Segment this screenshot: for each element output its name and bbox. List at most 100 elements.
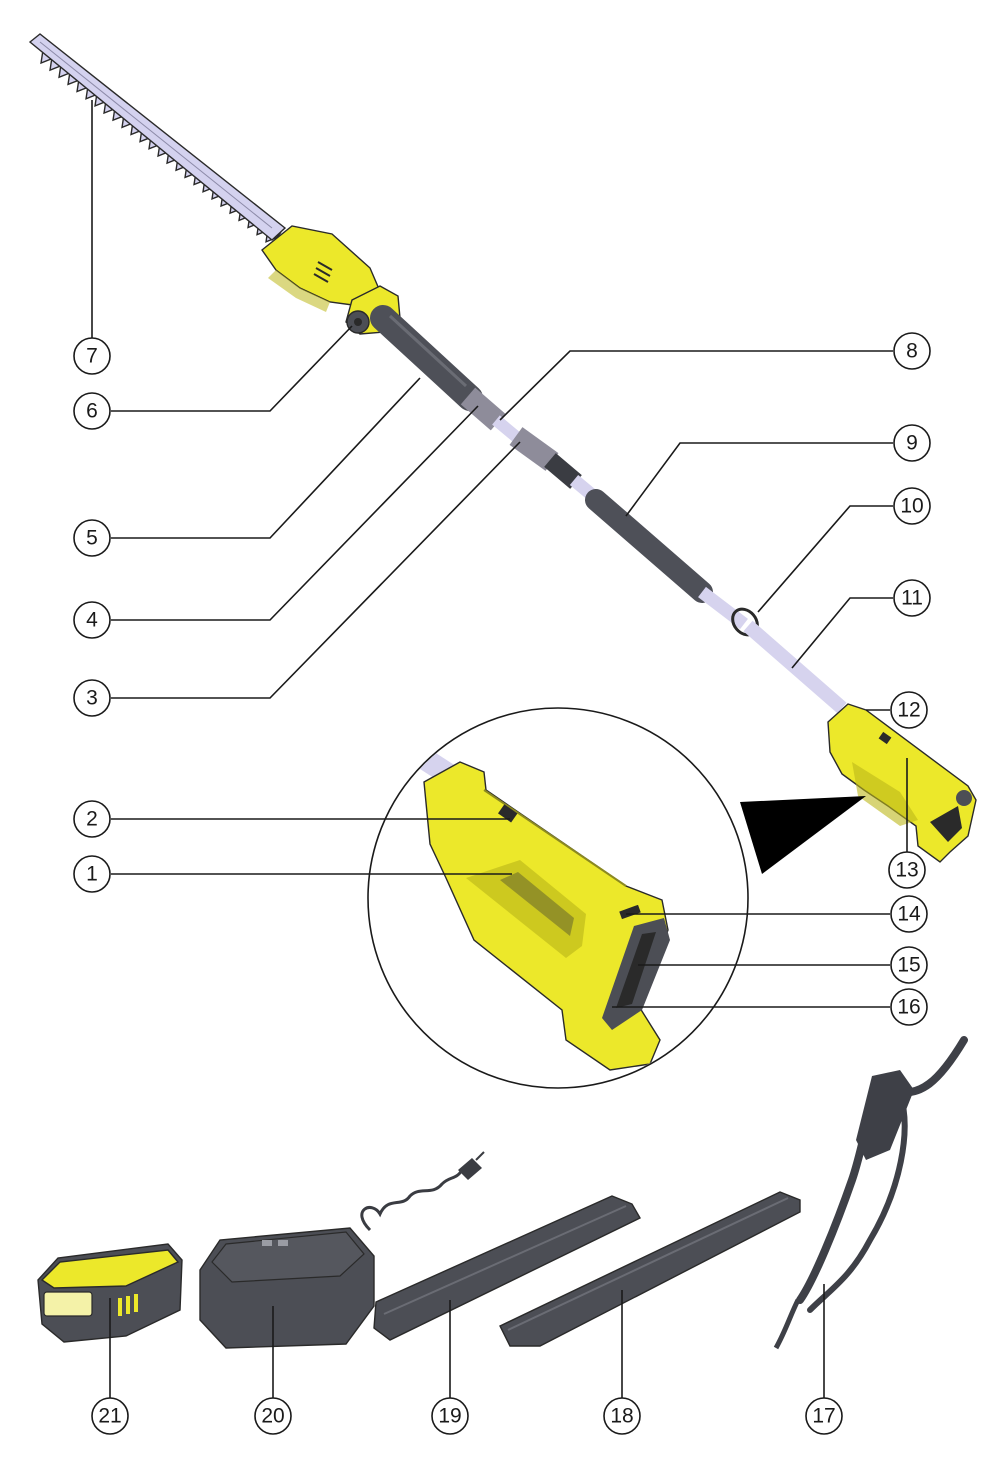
leader-6 [111,325,353,412]
handle-unit [827,703,977,863]
magnifier-pointer [740,796,866,874]
upper-grip [370,305,483,411]
leader-3 [111,441,521,699]
magnified-release-button [619,904,641,920]
callout-2-label: 2 [86,808,98,831]
callout-4: 4 [73,601,111,639]
handle-switch [878,731,892,745]
charger-plug [458,1158,482,1180]
strap-band-loop [807,1091,908,1313]
battery-charger [199,1151,485,1349]
magnified-switch-lock [498,804,518,823]
callout-15-label: 15 [897,954,920,977]
shaft-tube [743,620,847,714]
handle-housing [827,703,977,863]
callout-9: 9 [893,424,931,462]
callout-1: 1 [73,855,111,893]
battery-top [40,1249,180,1289]
leader-10 [757,505,893,613]
callout-11-label: 11 [901,587,923,610]
callout-14-label: 14 [897,903,921,926]
callout-12-label: 12 [897,699,920,722]
callout-18-label: 18 [610,1405,633,1428]
leader-11 [791,597,893,669]
blade-guard-large [499,1191,801,1347]
strap-shoulder-pad [856,1070,914,1160]
callout-12: 12 [890,691,928,729]
leader-9 [625,442,893,517]
battery-bay [930,806,962,842]
callout-19-label: 19 [438,1405,461,1428]
battery-led-panel [43,1291,93,1317]
cutter-blade [28,33,287,243]
callout-21-label: 21 [98,1405,121,1428]
callout-14: 14 [890,895,928,933]
battery-pack [37,1243,183,1343]
callout-13-label: 13 [895,859,918,882]
callout-6: 6 [73,392,111,430]
callout-13: 13 [888,851,926,889]
locking-sleeve-upper [460,387,506,431]
callout-4-label: 4 [86,609,98,632]
callout-20: 20 [254,1397,292,1435]
magnified-grip-opening [500,872,574,936]
motor-housing-shade [268,270,330,312]
callout-7: 7 [73,337,111,375]
locking-sleeve-lower [509,427,559,471]
telescopic-shaft [370,305,847,714]
blade-guard-small [373,1195,641,1341]
charger-top [211,1231,365,1283]
callout-17-label: 17 [812,1405,835,1428]
callout-1-label: 1 [86,863,98,886]
callout-10: 10 [893,487,931,525]
callout-8-label: 8 [906,340,918,363]
blade-guard-small-edge [383,1205,627,1315]
callout-16: 16 [890,988,928,1026]
callout-8: 8 [893,332,931,370]
callout-17: 17 [805,1397,843,1435]
sleeve-collar [544,453,582,489]
charger-cable [360,1169,464,1232]
callout-21: 21 [91,1397,129,1435]
handle-slot [852,762,918,826]
callout-9-label: 9 [906,432,918,455]
pivot-knob-center [354,318,362,326]
strap-hook [773,1298,801,1350]
lower-grip [585,489,713,603]
shoulder-strap [773,1036,968,1350]
charger-contacts [262,1240,288,1246]
callout-20-label: 20 [261,1405,284,1428]
callout-3-label: 3 [86,687,98,710]
tube-segment-3 [698,586,748,630]
callout-7-label: 7 [86,345,98,368]
magnified-handle-ridge [483,789,627,887]
leader-5 [111,377,421,539]
blade-guard-large-edge [507,1197,789,1331]
callout-3: 3 [73,679,111,717]
callout-2: 2 [73,800,111,838]
callout-5: 5 [73,519,111,557]
blade-guard-large-body [499,1191,801,1347]
callout-18: 18 [603,1397,641,1435]
leader-8 [499,350,893,421]
callout-5-label: 5 [86,527,98,550]
plug-pin [475,1151,485,1161]
vent-slots [313,261,333,283]
magnified-grip-slot [466,860,586,958]
leader-4 [111,405,479,621]
upper-grip-ridge [388,314,468,388]
battery-charge-indicator [118,1294,138,1316]
callout-11: 11 [893,579,931,617]
battery-release [956,790,972,806]
callout-19: 19 [431,1397,469,1435]
callout-16-label: 16 [897,996,920,1019]
blade-guard-small-body [373,1195,641,1341]
leader-lines [91,100,908,1398]
callout-10-label: 10 [900,495,923,518]
detail-magnifier [367,707,866,1089]
callout-15: 15 [890,946,928,984]
magnified-battery-slot [616,932,656,1008]
blade-center-line [39,41,273,229]
callout-6-label: 6 [86,400,98,423]
